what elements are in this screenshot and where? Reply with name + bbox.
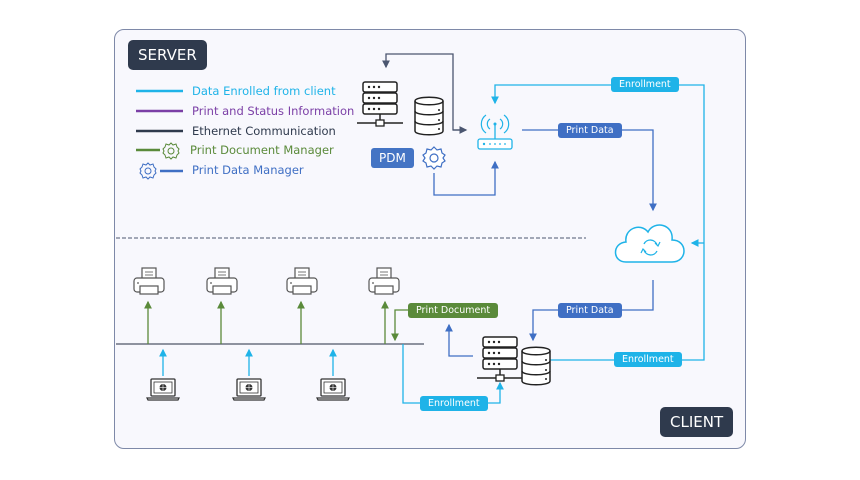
legend-item-print-data-manager: Print Data Manager: [192, 163, 304, 177]
enrollment-right-line: [550, 355, 705, 361]
pdm-to-router-line: [433, 160, 499, 196]
router-icon: [477, 114, 513, 150]
server-to-print-document-line: [445, 323, 473, 357]
print-document-label: Print Document: [408, 303, 499, 318]
printer-icon: [133, 267, 165, 295]
printer-icon: [368, 267, 400, 295]
bottom-server-icon: [476, 336, 524, 382]
client-zone-tag: CLIENT: [660, 407, 734, 437]
print-document-line: [391, 309, 408, 342]
printer-icon: [286, 267, 318, 295]
laptop-icon: [316, 378, 350, 401]
legend-item-enrollment: Data Enrolled from client: [192, 84, 336, 98]
server-zone-tag: SERVER: [128, 40, 207, 70]
pdm-label: PDM: [371, 148, 414, 168]
pdm-gear-icon: [422, 146, 446, 170]
enrollment-top-label: Enrollment: [611, 77, 679, 92]
legend-swatches: [136, 89, 183, 180]
legend-item-ethernet: Ethernet Communication: [192, 124, 336, 138]
top-server-icon: [356, 81, 404, 127]
enrollment-bottom-label: Enrollment: [420, 396, 488, 411]
print-data-top-label: Print Data: [558, 123, 622, 138]
bottom-database-icon: [521, 346, 551, 386]
legend-gear-blue-icon: [139, 162, 157, 180]
printer-icon: [206, 267, 238, 295]
legend-gear-green-icon: [162, 142, 180, 160]
enrollment-top-line: [491, 84, 705, 355]
legend-item-print-document-manager: Print Document Manager: [190, 143, 334, 157]
cloud-icon: [614, 224, 685, 263]
laptop-icon: [232, 378, 266, 401]
laptop-icon: [146, 378, 180, 401]
print-data-bottom-label: Print Data: [558, 303, 622, 318]
enrollment-right-label: Enrollment: [614, 352, 682, 367]
legend-item-print-status: Print and Status Information: [192, 104, 355, 118]
top-database-icon: [414, 96, 444, 136]
print-data-top-line: [522, 129, 657, 212]
